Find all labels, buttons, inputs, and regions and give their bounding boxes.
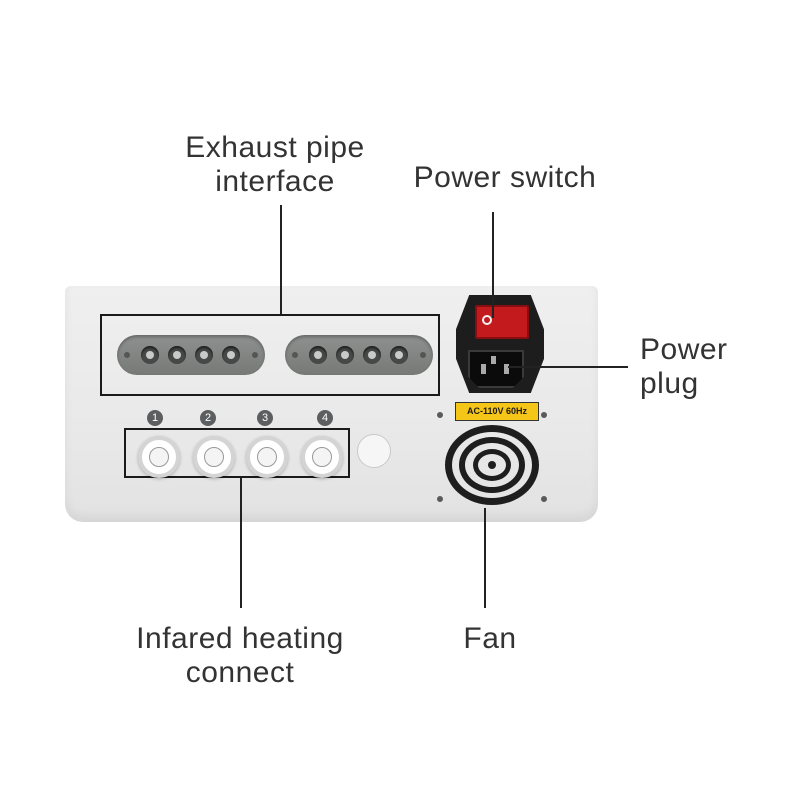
power-switch-label-text: Power switch (413, 161, 597, 194)
exhaust-label-line2: interface (215, 165, 335, 198)
plug-pin-center (491, 356, 496, 364)
infrared-connector-4 (301, 436, 343, 478)
fan-leader-line (484, 508, 486, 608)
power-plug-socket (468, 350, 524, 388)
infrared-label-line1: Infared heating (136, 622, 344, 655)
exhaust-port-right (285, 335, 433, 375)
infrared-label-line2: connect (185, 656, 295, 689)
fan-screw-tr (541, 412, 547, 418)
power-plug-label: Power plug (640, 333, 728, 401)
infrared-leader-line (240, 478, 242, 608)
power-switch-mark-icon (482, 315, 492, 325)
exhaust-label-line1: Exhaust pipe (185, 131, 365, 164)
plug-pin-right (504, 364, 509, 374)
fan-label-text: Fan (463, 622, 517, 655)
port-number-3: 3 (257, 410, 273, 426)
blank-plug (357, 434, 391, 468)
infrared-connector-3 (246, 436, 288, 478)
fan-screw-br (541, 496, 547, 502)
exhaust-ports-highlight-box (100, 314, 440, 396)
voltage-sticker: AC-110V 60Hz (455, 402, 539, 421)
exhaust-leader-line (280, 205, 282, 314)
fan-screw-tl (437, 412, 443, 418)
exhaust-port-left (117, 335, 265, 375)
power-switch-label: Power switch (400, 161, 610, 195)
power-plug-label-line2: plug (640, 367, 699, 400)
exhaust-pipe-interface-label: Exhaust pipe interface (170, 131, 380, 199)
port-number-4: 4 (317, 410, 333, 426)
plug-pin-left (481, 364, 486, 374)
power-plug-label-line1: Power (640, 333, 728, 366)
infrared-ports-highlight-box (124, 428, 350, 478)
infrared-connector-2 (193, 436, 235, 478)
fan-grille-icon (442, 425, 542, 505)
infrared-heating-connect-label: Infared heating connect (120, 622, 360, 690)
port-number-1: 1 (147, 410, 163, 426)
power-switch-leader-line (492, 212, 494, 318)
infrared-connector-1 (138, 436, 180, 478)
power-plug-leader-line (508, 366, 628, 368)
fan-label: Fan (450, 622, 530, 656)
fan-screw-bl (437, 496, 443, 502)
port-number-2: 2 (200, 410, 216, 426)
